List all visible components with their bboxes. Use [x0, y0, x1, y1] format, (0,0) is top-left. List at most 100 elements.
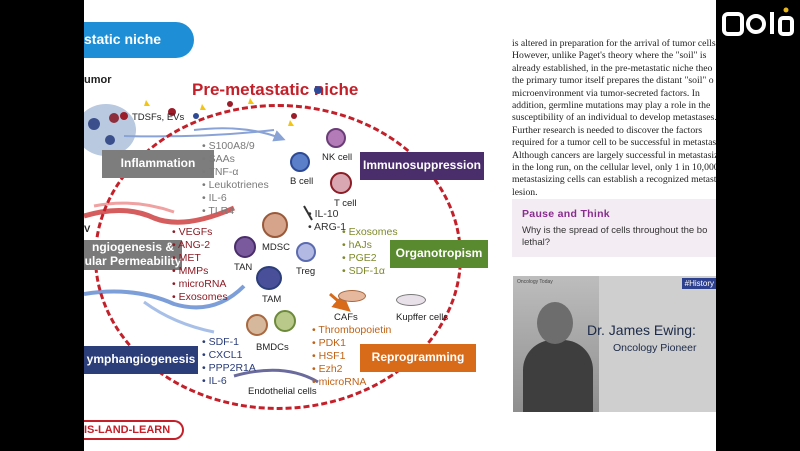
tan-label: TAN [234, 262, 253, 273]
bmdc-cell-2 [274, 310, 296, 332]
slide-title: static niche [84, 31, 162, 47]
organotropism-factors: Exosomes hAJs PGE2 SDF-1α [342, 226, 398, 278]
nk-cell-label: NK cell [322, 152, 353, 163]
text-line: metastasizing cells can establish a reco… [512, 174, 716, 186]
video-title: Dr. James Ewing: [587, 322, 696, 338]
list-item: PDK1 [312, 337, 391, 350]
treg-label: Treg [296, 266, 316, 277]
angio-fragment: V [84, 224, 91, 235]
video-subtitle: Oncology Pioneer [613, 342, 697, 354]
history-tag: #History [681, 278, 716, 289]
figure-title: Pre-metastatic niche [192, 80, 359, 99]
pause-and-think-box: Pause and Think Why is the spread of cel… [512, 199, 716, 257]
list-item: TLR4 [202, 205, 269, 218]
text-line: is altered in preparation for the arriva… [512, 38, 716, 49]
bmdc-cell [246, 314, 268, 336]
angiogenesis-line-2: ular Permeability [84, 254, 182, 268]
reprogramming-box: Reprogramming [360, 344, 476, 372]
tdsfs-label: TDSFs, EVs [132, 112, 185, 123]
immuno-factors: IL-10 ARG-1 [308, 208, 346, 234]
channel-logo [722, 6, 796, 40]
list-item: microRNA [172, 278, 228, 291]
lecture-slide: static niche umor Pre-metastatic niche [84, 0, 716, 451]
portrait-photo [513, 276, 599, 412]
bmdcs-label: BMDCs [256, 342, 289, 353]
cafs-label: CAFs [334, 312, 358, 323]
list-item: Exosomes [342, 226, 398, 239]
reading-paragraph: is altered in preparation for the arriva… [512, 38, 716, 199]
text-line: in the long run, on the cellular level, … [512, 161, 716, 173]
treg-cell [296, 242, 316, 262]
text-line: Further research is needed to discover t… [512, 124, 703, 136]
immunosuppression-box: Immunosuppression [360, 152, 484, 180]
list-item: SDF-1 [202, 336, 256, 349]
list-item: Exosomes [172, 291, 228, 304]
list-item: IL-6 [202, 192, 269, 205]
text-line: However, unlike Paget's theory where the… [512, 50, 707, 62]
caf-cell [338, 290, 366, 302]
list-item: ARG-1 [308, 221, 346, 234]
inflammation-box: Inflammation [102, 150, 214, 178]
list-item: Thrombopoietin [312, 324, 391, 337]
pause-question-line: lethal? [522, 237, 550, 248]
letterbox-right [716, 0, 800, 451]
list-item: SAAs [202, 153, 269, 166]
angiogenesis-line-1: ngiogenesis & [91, 240, 174, 255]
text-line: susceptibility of an individual to devel… [512, 112, 716, 124]
text-line: already established, in the pre-metastat… [512, 62, 713, 74]
inflammation-factors: S100A8/9 SAAs TNF-α Leukotrienes IL-6 TL… [202, 140, 269, 218]
text-line: Although cancers are largely successful … [512, 149, 716, 161]
mdsc-cell [262, 212, 288, 238]
text-line: required for a tumor cell to be successf… [512, 137, 716, 149]
mdsc-label: MDSC [262, 242, 290, 253]
kupffer-label: Kupffer cells [396, 312, 449, 323]
list-item: hAJs [342, 239, 398, 252]
pause-title: Pause and Think [522, 208, 610, 220]
letterbox-left [0, 0, 84, 451]
t-cell-label: T cell [334, 198, 357, 209]
b-cell [290, 152, 310, 172]
lymph-factors: SDF-1 CXCL1 PPP2R1A IL-6 [202, 336, 256, 388]
angiogenesis-box: ngiogenesis & ular Permeability [84, 240, 182, 270]
list-item: SDF-1α [342, 265, 398, 278]
slide-title-banner: static niche [84, 22, 194, 58]
list-item: MET [172, 252, 228, 265]
list-item: ANG-2 [172, 239, 228, 252]
pause-question-line: Why is the spread of cells throughout th… [522, 225, 708, 236]
list-item: PPP2R1A [202, 362, 256, 375]
kupffer-cell [396, 294, 426, 306]
t-cell [330, 172, 352, 194]
tan-cell [234, 236, 256, 258]
text-line: addition, germline mutations may play a … [512, 99, 711, 111]
list-item: PGE2 [342, 252, 398, 265]
list-item: microRNA [312, 376, 391, 389]
text-line: the primary tumor itself prepares the di… [512, 75, 714, 87]
list-item: IL-6 [202, 375, 256, 388]
tumor-label: umor [84, 74, 112, 86]
angiogenesis-factors: VEGFs ANG-2 MET MMPs microRNA Exosomes [172, 226, 228, 304]
text-line: microenvironment via tumor-secreted fact… [512, 87, 700, 99]
footer-logo: IS-LAND-LEARN [84, 420, 184, 440]
list-item: MMPs [172, 265, 228, 278]
portrait-head [537, 302, 573, 344]
endothelial-label: Endothelial cells [248, 386, 317, 397]
tam-cell [256, 266, 282, 290]
list-item: Leukotrienes [202, 179, 269, 192]
list-item: TNF-α [202, 166, 269, 179]
list-item: HSF1 [312, 350, 391, 363]
list-item: S100A8/9 [202, 140, 269, 153]
tam-label: TAM [262, 294, 282, 305]
video-source-label: Oncology Today [517, 279, 553, 285]
video-thumbnail[interactable]: Oncology Today #History Dr. James Ewing:… [513, 276, 716, 412]
text-line: lesion. [512, 186, 538, 198]
lymphangiogenesis-box: ymphangiogenesis [84, 346, 198, 374]
pause-question: Why is the spread of cells throughout th… [522, 225, 707, 249]
list-item: IL-10 [308, 208, 346, 221]
list-item: CXCL1 [202, 349, 256, 362]
b-cell-label: B cell [290, 176, 314, 187]
portrait-body [523, 340, 593, 412]
footer-logo-text: IS-LAND-LEARN [84, 424, 171, 436]
list-item: Ezh2 [312, 363, 391, 376]
list-item: VEGFs [172, 226, 228, 239]
organotropism-box: Organotropism [390, 240, 488, 268]
